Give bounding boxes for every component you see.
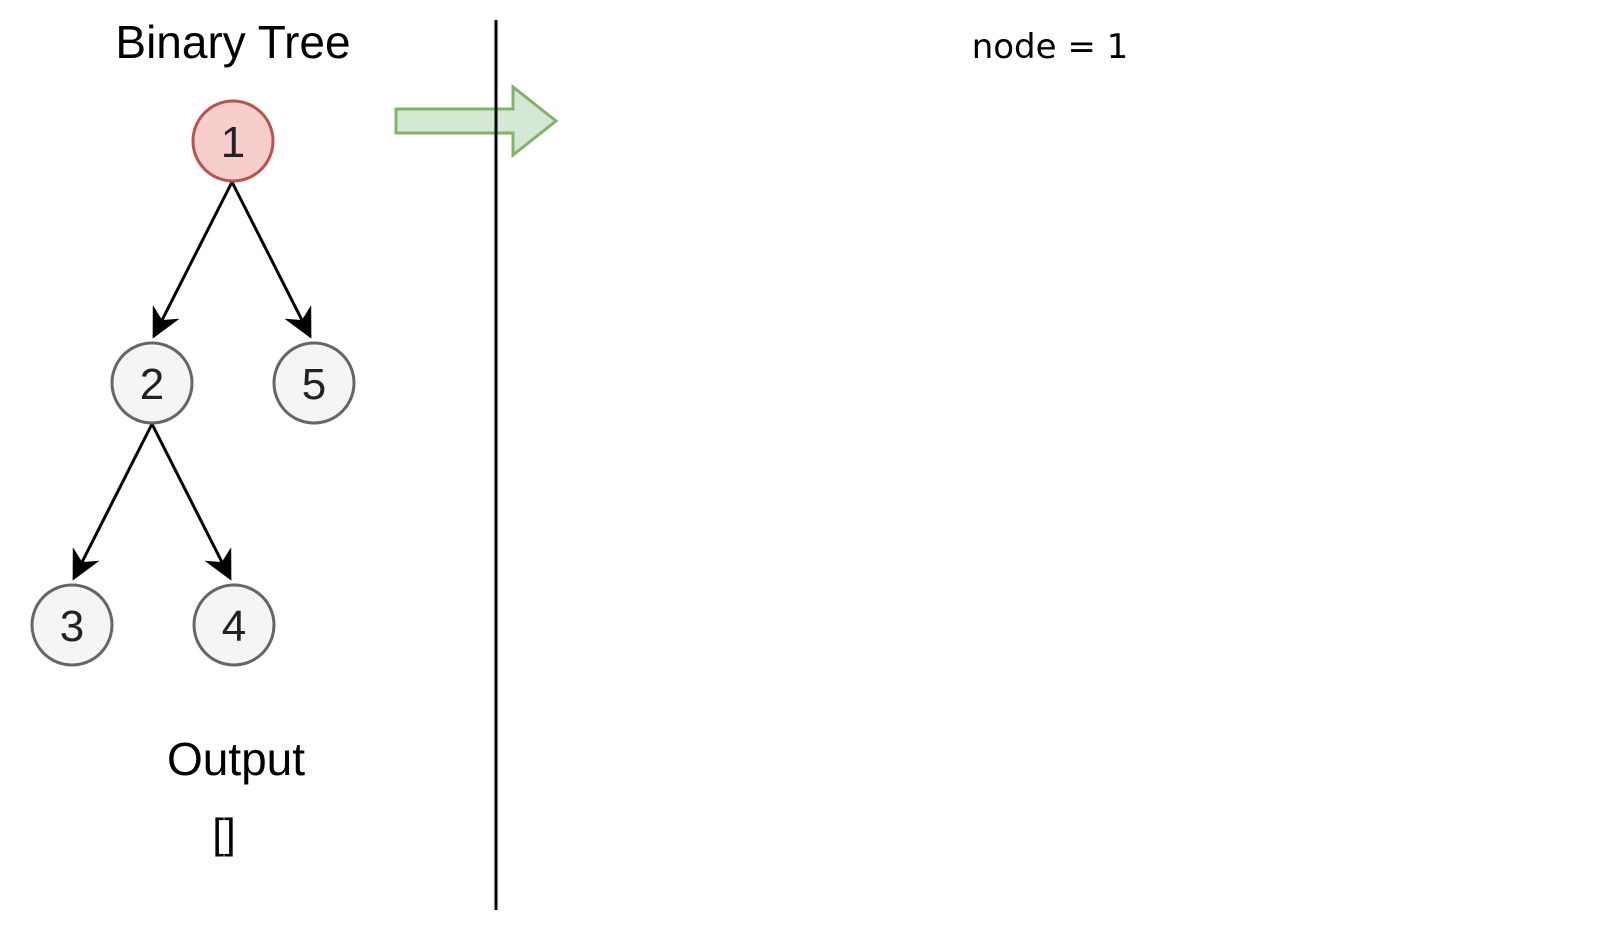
tree-node-2-circle — [110, 341, 194, 425]
tree-node-1: 1 — [191, 99, 275, 183]
tree-node-5: 5 — [272, 341, 356, 425]
edge-2-3 — [72, 423, 154, 581]
tree-node-1-label: 1 — [221, 118, 245, 167]
step-arrow-icon — [394, 83, 559, 159]
tree-node-3-label: 3 — [60, 602, 84, 651]
tree-edges — [72, 181, 312, 581]
edge-2-4 — [150, 423, 232, 581]
tree-node-3-circle — [30, 583, 114, 667]
tree-node-5-circle — [272, 341, 356, 425]
tree-node-4: 4 — [192, 583, 276, 667]
output-value: [] — [212, 810, 235, 857]
tree-node-2: 2 — [110, 341, 194, 425]
tree-node-2-label: 2 — [140, 360, 164, 409]
tree-node-4-label: 4 — [222, 602, 246, 651]
tree-node-5-label: 5 — [302, 360, 326, 409]
tree-node-3: 3 — [30, 583, 114, 667]
tree-node-1-circle — [191, 99, 275, 183]
output-label: Output — [167, 733, 305, 785]
edge-1-2 — [152, 181, 234, 339]
edge-1-5 — [230, 181, 312, 339]
tree-node-4-circle — [192, 583, 276, 667]
tree-title: Binary Tree — [115, 16, 350, 68]
current-node-status: node = 1 — [972, 27, 1129, 67]
